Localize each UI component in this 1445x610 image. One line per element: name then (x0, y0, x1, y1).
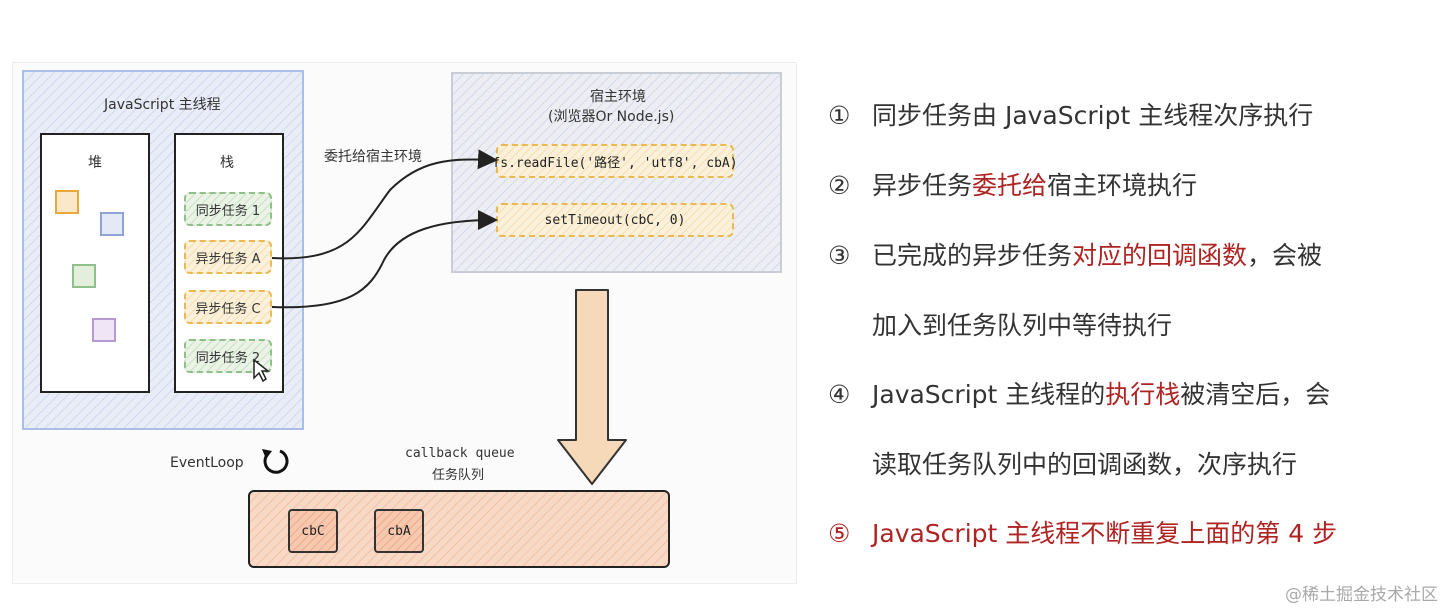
step-text: JavaScript 主线程的 (872, 380, 1106, 409)
stack-item-sync-1: 同步任务 1 (184, 192, 272, 226)
heap-object (92, 318, 116, 342)
queue-item-cbc: cbC (288, 509, 338, 553)
step-text: 加入到任务队列中等待执行 (872, 311, 1173, 340)
step-text: 宿主环境执行 (1047, 171, 1198, 200)
step-2: ② 异步任务委托给宿主环境执行 (828, 166, 1197, 202)
step-text: 异步任务 (872, 171, 973, 200)
stack-label: 栈 (220, 155, 234, 171)
stack-item-sync-2: 同步任务 2 (184, 339, 272, 373)
step-text: 读取任务队列中的回调函数，次序执行 (872, 450, 1298, 479)
step-highlight: 委托给 (972, 171, 1048, 200)
step-highlight: 对应的回调函数 (1072, 241, 1248, 270)
step-5: ⑤ JavaScript 主线程不断重复上面的第 4 步 (828, 514, 1337, 550)
step-number: ⑤ (828, 519, 851, 548)
step-text: 同步任务由 JavaScript 主线程次序执行 (872, 101, 1314, 130)
step-1: ① 同步任务由 JavaScript 主线程次序执行 (828, 96, 1313, 132)
step-number: ④ (828, 380, 851, 409)
queue-label-en: callback queue (405, 446, 515, 461)
step-text: JavaScript 主线程不断重复上面的第 4 步 (872, 519, 1338, 548)
step-text: 被清空后，会 (1180, 380, 1331, 409)
main-thread-title: JavaScript 主线程 (104, 97, 221, 113)
heap-object (100, 212, 124, 236)
heap-object (55, 190, 79, 214)
api-settimeout: setTimeout(cbC, 0) (496, 203, 734, 237)
heap-object (72, 264, 96, 288)
host-env-subtitle: (浏览器Or Node.js) (548, 109, 675, 125)
step-text: ，会被 (1247, 241, 1323, 270)
api-fs-readfile: fs.readFile('路径', 'utf8', cbA) (492, 144, 738, 178)
step-4-continued: 读取任务队列中的回调函数，次序执行 (828, 445, 1297, 481)
heap-label: 堆 (88, 155, 102, 171)
step-number: ③ (828, 241, 851, 270)
stack-item-async-a: 异步任务 A (184, 240, 272, 274)
step-3-continued: 加入到任务队列中等待执行 (828, 306, 1172, 342)
host-env-title: 宿主环境 (590, 89, 646, 105)
step-text: 已完成的异步任务 (872, 241, 1073, 270)
watermark: @稀土掘金技术社区 (1285, 585, 1438, 605)
stack-item-async-c: 异步任务 C (184, 290, 272, 324)
step-4: ④ JavaScript 主线程的执行栈被清空后，会 (828, 375, 1330, 411)
heap-panel (40, 133, 150, 393)
delegate-label: 委托给宿主环境 (324, 149, 422, 165)
queue-label-cn: 任务队列 (432, 468, 485, 483)
step-number: ② (828, 171, 851, 200)
step-list: ① 同步任务由 JavaScript 主线程次序执行 ② 异步任务委托给宿主环境执行… (828, 0, 1428, 610)
step-3: ③ 已完成的异步任务对应的回调函数，会被 (828, 236, 1322, 272)
event-loop-label: EventLoop (170, 455, 244, 471)
step-number: ① (828, 101, 851, 130)
queue-item-cba: cbA (374, 509, 424, 553)
step-highlight: 执行栈 (1105, 380, 1181, 409)
